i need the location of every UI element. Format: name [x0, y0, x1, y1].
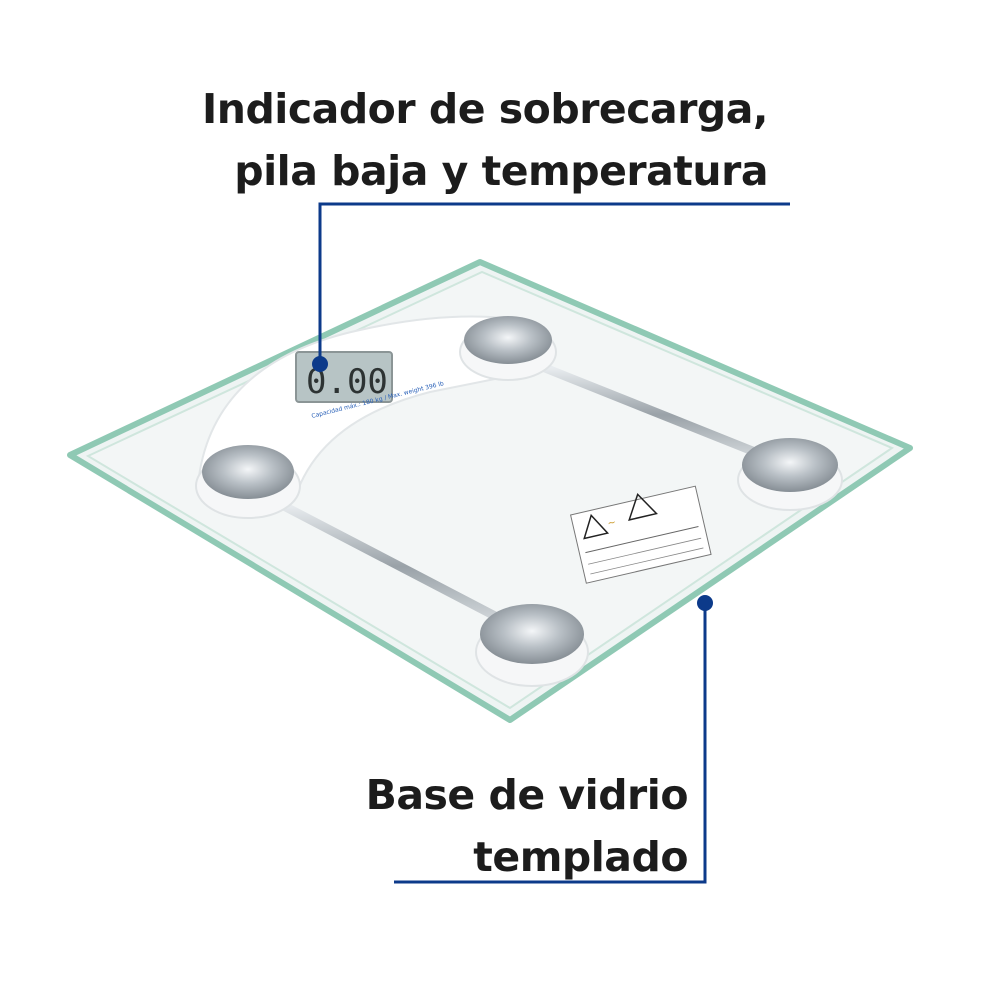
- warning-triangle-icon-2: [628, 492, 658, 521]
- warning-triangle-icon: [583, 513, 610, 540]
- callout-indicator-label: Indicador de sobrecarga, pila baja y tem…: [202, 78, 768, 202]
- callout-indicator-line1: Indicador de sobrecarga,: [202, 85, 768, 133]
- support-rods: [277, 363, 785, 633]
- callout-base-label: Base de vidrio templado: [365, 764, 689, 888]
- callout-line-indicator: [312, 202, 790, 372]
- callout-line-base: [394, 595, 713, 884]
- lcd-display: 0.00: [295, 351, 393, 403]
- callout-base-line1: Base de vidrio: [365, 771, 689, 819]
- callout-indicator-line2: pila baja y temperatura: [234, 147, 768, 195]
- warning-sticker: ~: [569, 485, 712, 584]
- callout-base-line2: templado: [473, 833, 688, 881]
- svg-text:~: ~: [606, 517, 617, 530]
- foot-pad-left: [195, 445, 301, 519]
- foot-pad-top: [459, 316, 557, 381]
- foot-pad-front: [475, 604, 589, 687]
- foot-pad-right: [737, 438, 843, 511]
